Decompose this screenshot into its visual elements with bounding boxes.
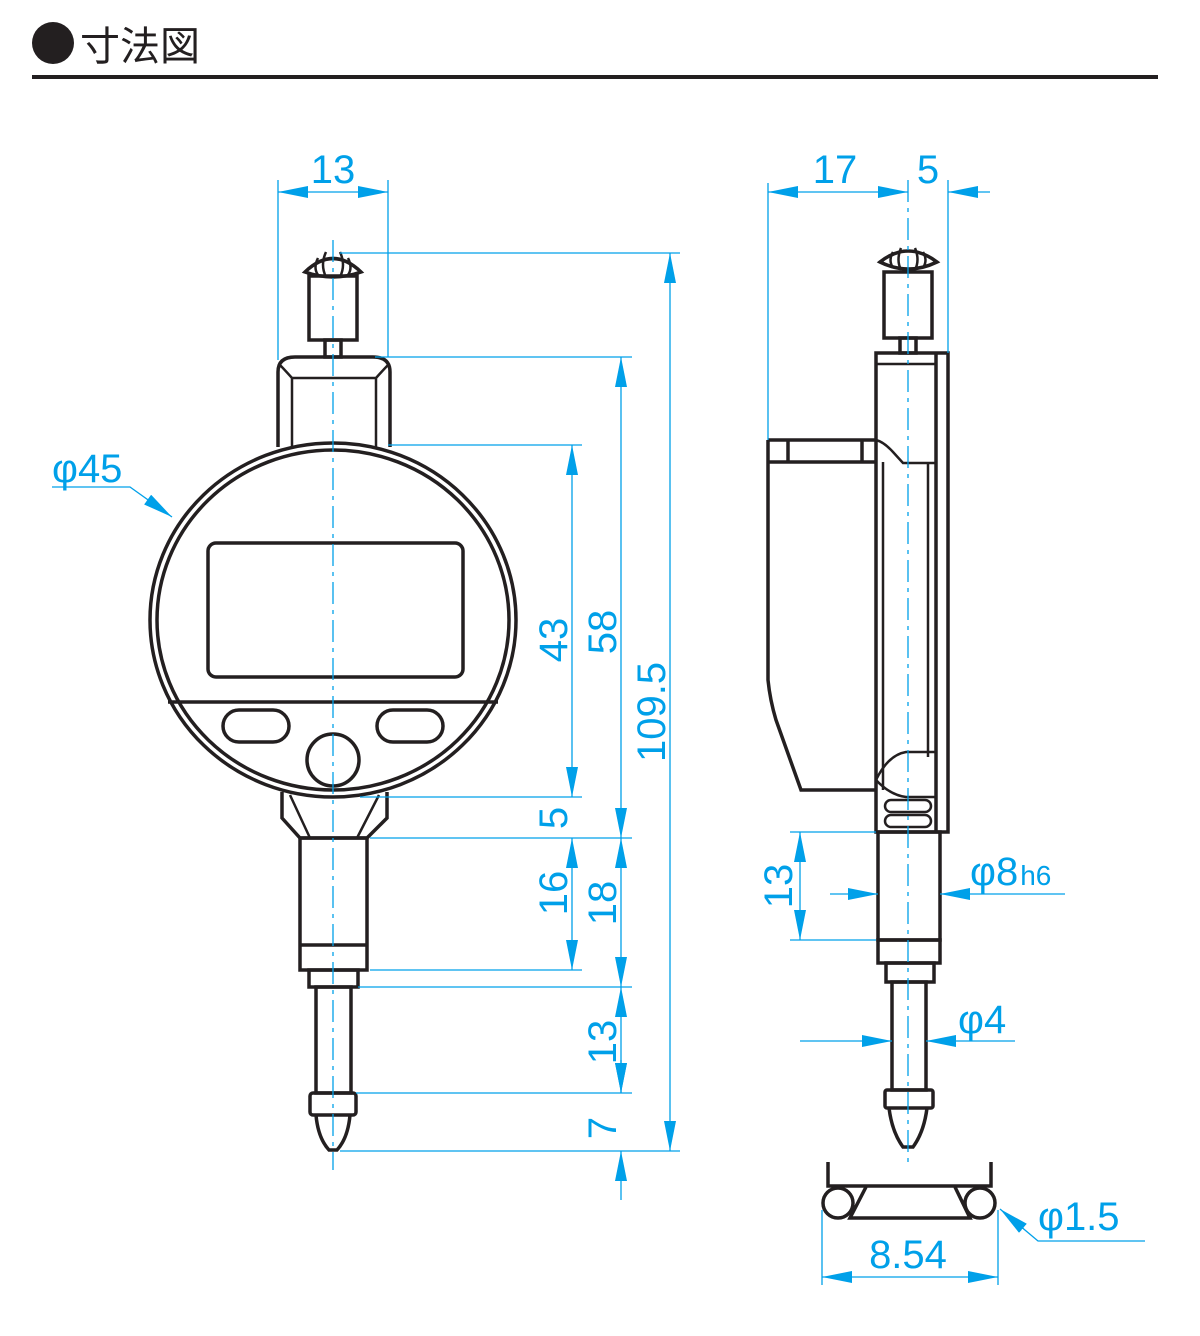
front-view: 13 φ45 43 58 109.5 5 16 18 13 7: [52, 148, 680, 1200]
side-view: 17 5 13 φ8h6 φ4 φ1.5 8.54: [757, 148, 1145, 1285]
dim-rod-diameter: φ4: [958, 998, 1006, 1042]
dim-58: 58: [581, 610, 625, 655]
dim-ball-diameter: φ1.5: [1038, 1195, 1120, 1239]
dim-43: 43: [532, 618, 576, 663]
dim-5: 5: [532, 807, 576, 829]
dim-18: 18: [581, 881, 625, 926]
dim-16: 16: [532, 871, 576, 916]
dim-13: 13: [581, 1020, 625, 1065]
dim-7: 7: [581, 1117, 625, 1139]
dim-8-54: 8.54: [869, 1233, 947, 1277]
dim-stem-diameter: φ8h6: [970, 850, 1051, 894]
dim-109-5: 109.5: [630, 662, 674, 762]
dim-13-top: 13: [311, 148, 356, 192]
dim-13-side: 13: [757, 864, 801, 909]
dim-5-side: 5: [917, 148, 939, 192]
title-divider: [32, 75, 1158, 79]
dim-17: 17: [813, 148, 858, 192]
bullet-icon: [32, 22, 74, 64]
title-text: 寸法図: [80, 25, 200, 69]
page-title: 寸法図: [32, 14, 200, 72]
indicator-outline-side: [766, 247, 997, 1220]
dim-dial-diameter: φ45: [52, 447, 122, 491]
